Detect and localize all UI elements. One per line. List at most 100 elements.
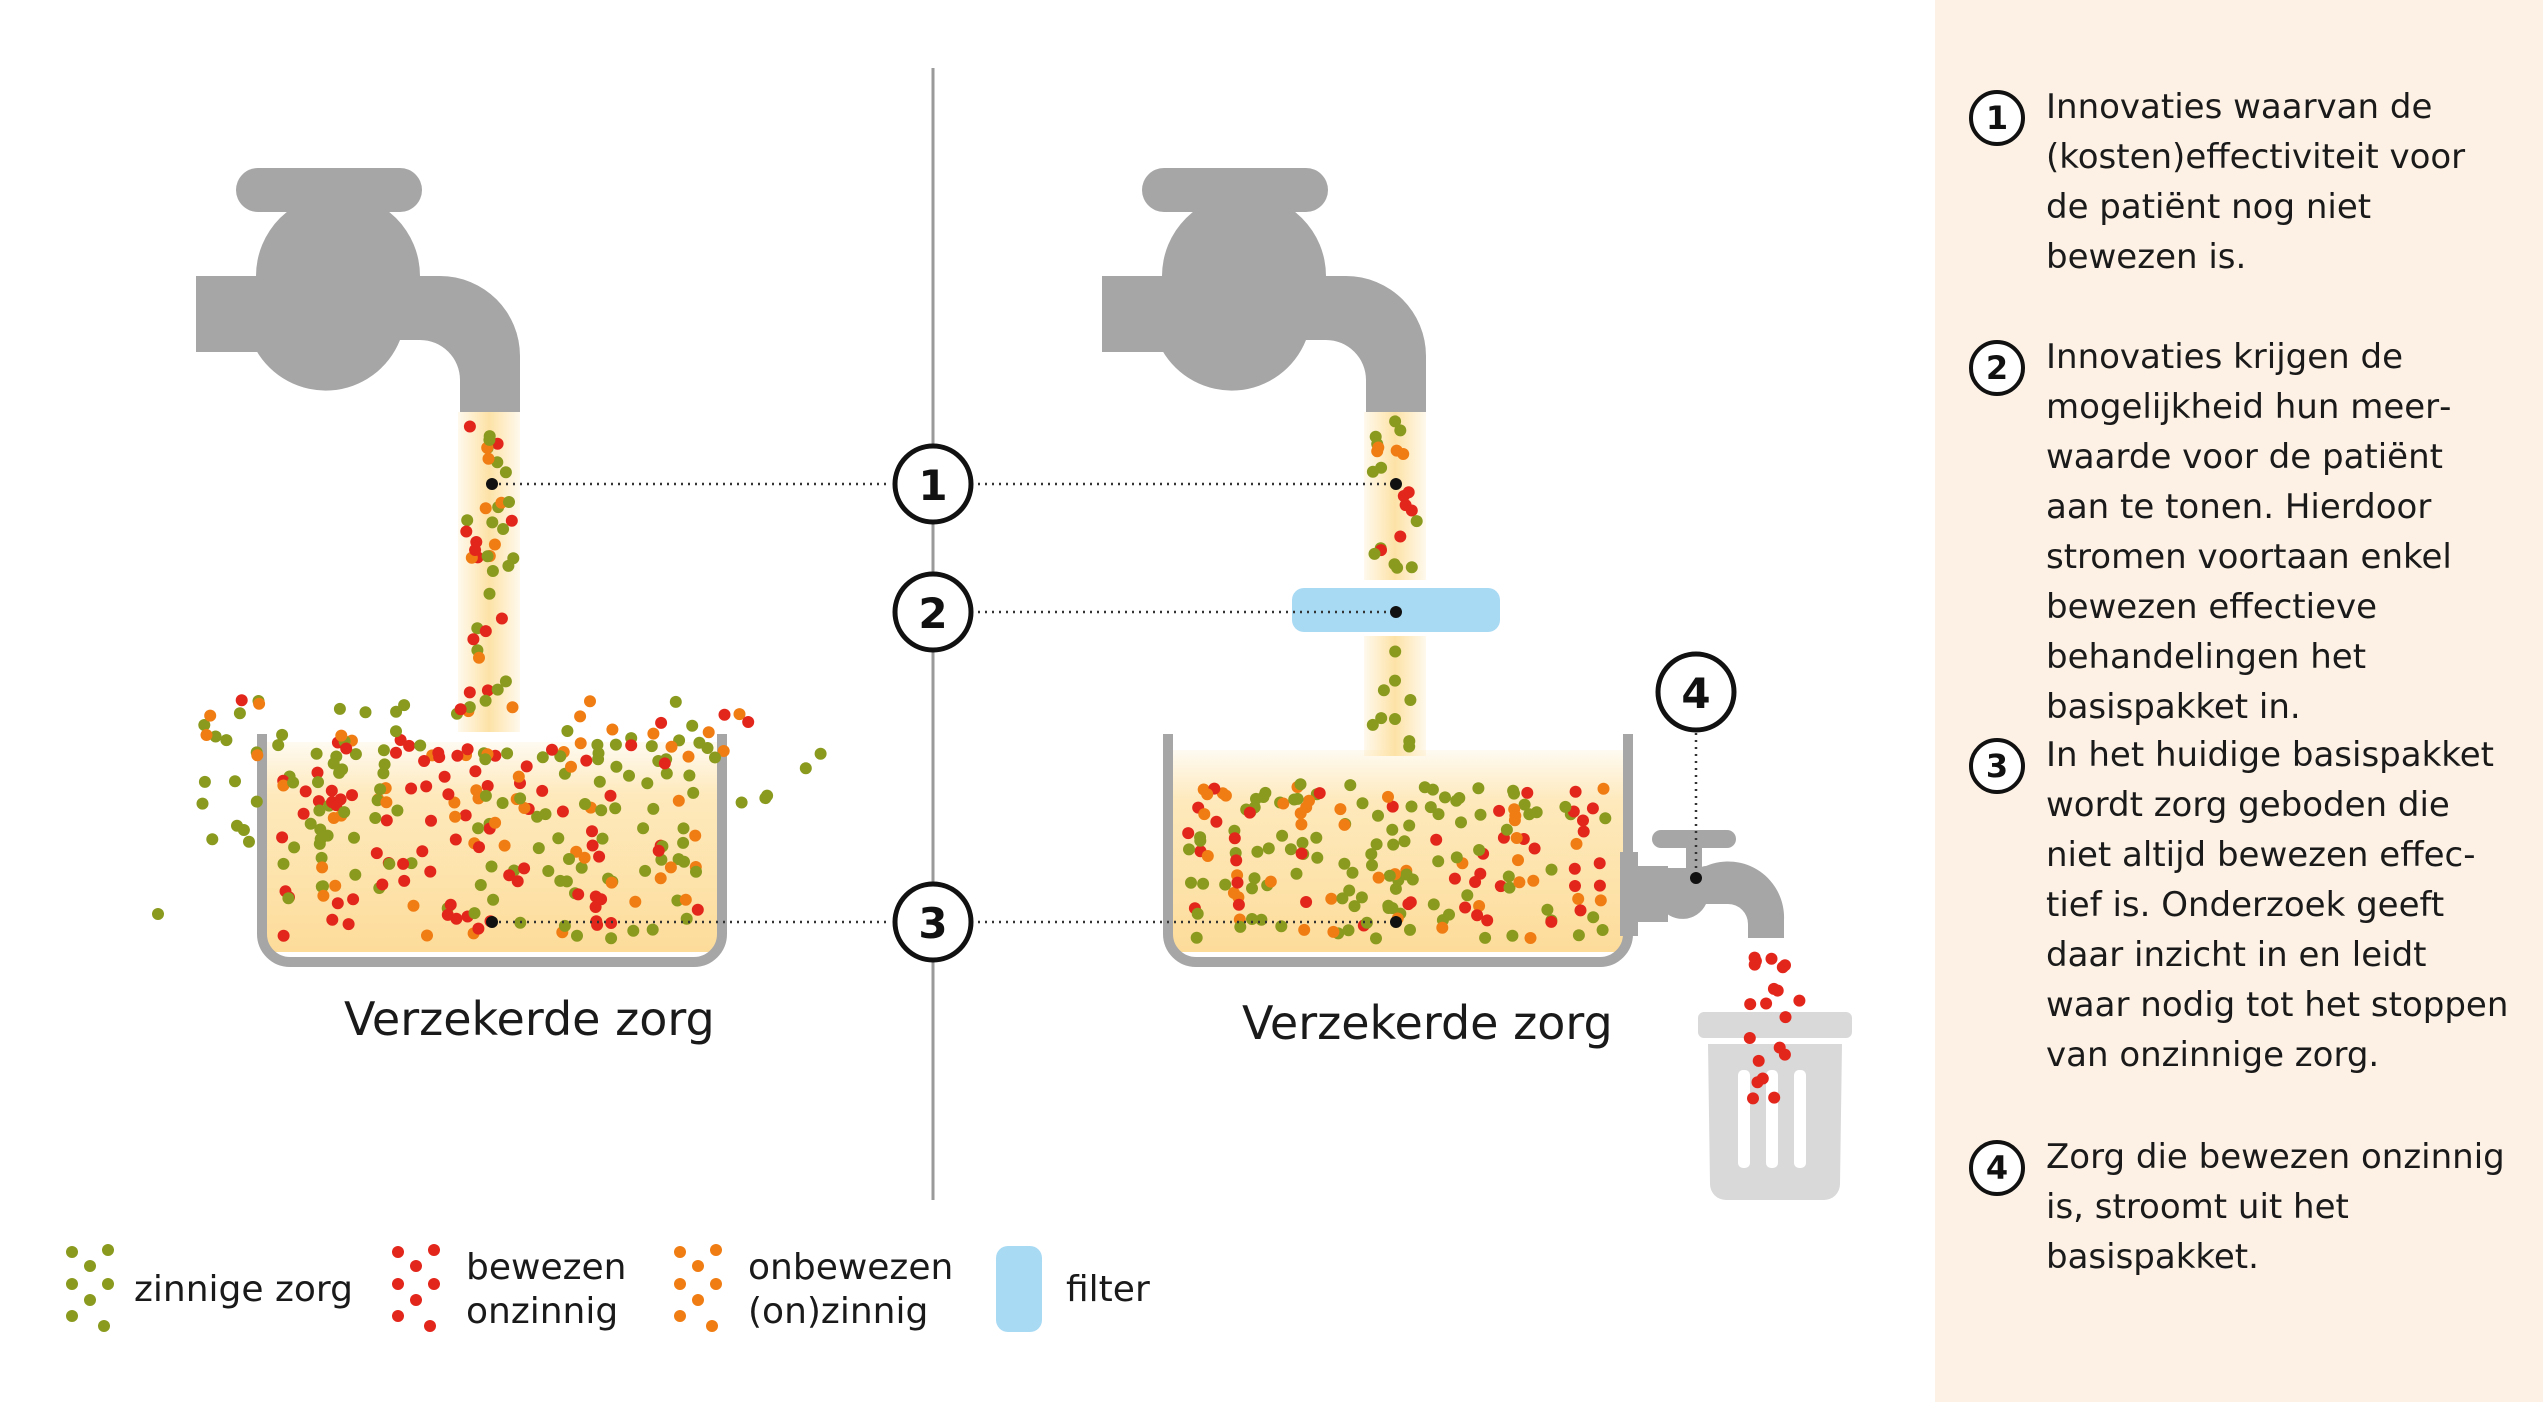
- care-dot: [1577, 825, 1590, 838]
- care-dot: [204, 709, 217, 722]
- care-dot: [1246, 913, 1258, 925]
- care-dot: [536, 751, 549, 764]
- right-pot-label: Verzekerde zorg: [1242, 996, 1613, 1050]
- care-dot: [579, 798, 591, 810]
- care-dot: [655, 716, 668, 729]
- green-dots-icon: [66, 1244, 114, 1332]
- care-dot: [1382, 899, 1395, 912]
- care-dot: [421, 929, 433, 942]
- care-dot: [391, 804, 404, 817]
- care-dot: [665, 740, 678, 753]
- care-dot: [287, 776, 300, 789]
- left-tap-icon: [196, 168, 520, 412]
- care-dot: [380, 796, 393, 809]
- care-dot: [1313, 787, 1326, 800]
- care-dot: [299, 785, 312, 798]
- care-dot: [1231, 876, 1244, 889]
- care-dot: [558, 919, 571, 932]
- care-dot: [1389, 645, 1402, 658]
- drain-tap-icon: [1620, 830, 1785, 938]
- callout-3: 3: [892, 881, 974, 963]
- care-dot: [610, 760, 623, 773]
- care-dot: [1185, 876, 1197, 889]
- care-dot: [1793, 994, 1806, 1007]
- care-dot: [1765, 952, 1778, 965]
- care-dot: [483, 433, 496, 446]
- care-dot: [282, 892, 295, 905]
- care-dot: [1593, 857, 1606, 870]
- care-dot: [1368, 547, 1381, 560]
- care-dot: [639, 864, 652, 877]
- care-dot: [1387, 838, 1400, 851]
- note-3-text: In het huidige basispakket wordt zorg ge…: [2046, 735, 2509, 1075]
- care-dot: [536, 784, 549, 797]
- care-dot: [420, 780, 433, 793]
- care-dot: [664, 861, 677, 874]
- care-dot: [1744, 998, 1757, 1011]
- care-dot: [1406, 873, 1419, 886]
- care-dot: [1356, 797, 1369, 810]
- care-dot: [1481, 914, 1494, 927]
- care-dot: [799, 762, 812, 775]
- care-dot: [317, 880, 329, 893]
- care-dot: [497, 523, 510, 535]
- care-dot: [717, 745, 730, 757]
- care-dot: [1275, 920, 1288, 933]
- care-dot: [253, 697, 266, 710]
- care-dot: [1228, 832, 1241, 845]
- care-dot: [1572, 929, 1585, 942]
- care-dot: [1418, 781, 1431, 794]
- care-dot: [1402, 898, 1415, 911]
- care-dot: [377, 767, 390, 780]
- care-dot: [454, 703, 467, 716]
- care-dot: [701, 742, 714, 754]
- care-dot: [315, 851, 328, 864]
- care-dot: [1404, 923, 1416, 936]
- care-dot: [468, 907, 481, 920]
- care-dot: [1570, 837, 1583, 850]
- care-dot: [689, 829, 702, 842]
- care-dot: [1251, 845, 1264, 858]
- care-dot: [563, 853, 575, 865]
- care-dot: [472, 822, 485, 835]
- care-dot: [1338, 818, 1351, 831]
- care-dot: [677, 822, 690, 835]
- care-dot: [595, 893, 608, 906]
- care-dot: [1372, 441, 1385, 454]
- care-dot: [1182, 827, 1195, 840]
- care-dot: [1432, 808, 1445, 821]
- care-dot: [1436, 921, 1449, 934]
- care-dot: [1198, 808, 1211, 821]
- care-dot: [1443, 908, 1455, 921]
- care-dot: [277, 779, 290, 792]
- care-dot: [398, 699, 411, 712]
- care-dot: [679, 893, 692, 906]
- care-dot: [654, 872, 667, 885]
- care-dot: [1243, 806, 1256, 819]
- care-dot: [584, 695, 596, 708]
- care-dot: [272, 739, 285, 752]
- care-dot: [645, 740, 658, 753]
- explanation-panel: 1 Innovaties waarvan de (kosten)effectiv…: [1935, 0, 2543, 1402]
- care-dot: [1375, 461, 1388, 474]
- care-dot: [487, 893, 500, 906]
- legend-label-unproven: onbewezen (on)zinnig: [748, 1247, 954, 1332]
- care-dot: [1569, 785, 1582, 798]
- care-dot: [1521, 786, 1534, 799]
- care-dot: [606, 723, 619, 736]
- care-dot: [499, 675, 512, 688]
- care-dot: [1398, 835, 1411, 848]
- callout-3-label: 3: [918, 899, 947, 948]
- care-dot: [1545, 863, 1558, 876]
- care-dot: [1262, 842, 1275, 855]
- care-dot: [546, 743, 558, 756]
- care-dot: [304, 817, 317, 830]
- care-dot: [503, 496, 515, 508]
- care-dot: [1751, 1076, 1764, 1089]
- care-dot: [314, 823, 327, 836]
- care-dot: [1471, 909, 1484, 922]
- care-dot: [448, 796, 461, 809]
- callout-anchor-dots: [486, 478, 1702, 928]
- care-dot: [1372, 871, 1385, 884]
- care-dot: [442, 788, 455, 801]
